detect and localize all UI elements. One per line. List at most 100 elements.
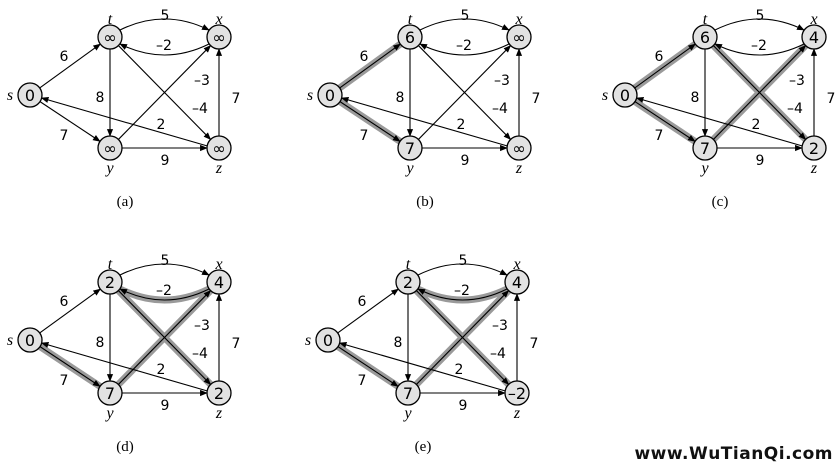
vertex-s: 0 bbox=[612, 82, 638, 108]
edge-t-x bbox=[417, 263, 508, 276]
vertex-label-t: t bbox=[703, 11, 708, 28]
vertex-x: 4 bbox=[504, 269, 530, 295]
vertex-label-z: z bbox=[810, 160, 818, 177]
edge-weight-t-z: –4 bbox=[192, 346, 208, 362]
edge-z-s bbox=[40, 341, 208, 392]
vertex-label-y: y bbox=[404, 160, 414, 177]
vertex-distance-x: 4 bbox=[809, 28, 819, 47]
edge-weight-s-t: 6 bbox=[360, 49, 369, 65]
edge-weight-z-x: 7 bbox=[232, 91, 241, 107]
watermark-text: www.WuTianQi.com bbox=[634, 444, 833, 464]
vertex-s: 0 bbox=[315, 327, 341, 353]
edge-weight-x-t: –2 bbox=[156, 38, 172, 54]
vertex-label-y: y bbox=[104, 405, 114, 422]
vertex-z: 2 bbox=[206, 380, 232, 406]
edge-weight-t-x: 5 bbox=[459, 253, 468, 269]
edge-weight-s-y: 7 bbox=[60, 373, 69, 389]
vertex-distance-z: ∞ bbox=[512, 139, 525, 158]
vertex-label-t: t bbox=[408, 11, 413, 28]
edge-weight-z-s: 2 bbox=[457, 117, 466, 133]
vertex-distance-y: 7 bbox=[403, 384, 413, 403]
edge-weight-t-x: 5 bbox=[161, 253, 170, 269]
edge-s-y bbox=[339, 101, 401, 142]
edge-weight-s-t: 6 bbox=[358, 294, 367, 310]
edge-weight-t-z: –4 bbox=[492, 101, 508, 117]
edge-s-t bbox=[337, 288, 399, 334]
vertex-distance-t: 6 bbox=[405, 28, 415, 47]
edge-weight-x-t: –2 bbox=[456, 38, 472, 54]
edge-weight-x-t: –2 bbox=[454, 283, 470, 299]
edge-weight-y-z: 9 bbox=[161, 398, 170, 414]
edge-x-t bbox=[417, 288, 508, 301]
vertex-s: 0 bbox=[317, 82, 343, 108]
vertex-t: 2 bbox=[395, 269, 421, 295]
vertex-y: 7 bbox=[692, 135, 718, 161]
edge-weight-t-z: –4 bbox=[192, 101, 208, 117]
edge-y-x bbox=[416, 290, 510, 385]
edge-weight-t-y: 8 bbox=[396, 90, 405, 106]
edge-weight-y-x: –3 bbox=[194, 73, 210, 89]
vertex-distance-s: 0 bbox=[25, 331, 35, 350]
edge-weight-s-t: 6 bbox=[60, 49, 69, 65]
vertex-label-t: t bbox=[108, 11, 113, 28]
panel-caption: (d) bbox=[116, 439, 134, 455]
vertex-label-x: x bbox=[214, 256, 222, 273]
edge-weight-y-z: 9 bbox=[161, 153, 170, 169]
vertex-label-z: z bbox=[215, 405, 223, 422]
vertex-label-z: z bbox=[513, 405, 521, 422]
edge-weight-z-x: 7 bbox=[232, 336, 241, 352]
edge-weight-x-t: –2 bbox=[156, 283, 172, 299]
vertex-t: 2 bbox=[97, 269, 123, 295]
vertex-label-x: x bbox=[514, 11, 522, 28]
panel-caption: (c) bbox=[712, 194, 729, 210]
edge-weight-t-y: 8 bbox=[394, 335, 403, 351]
edge-y-x bbox=[118, 290, 212, 385]
vertex-label-x: x bbox=[809, 11, 817, 28]
vertex-s: 0 bbox=[17, 82, 43, 108]
edge-t-x bbox=[714, 18, 805, 31]
vertex-distance-y: 7 bbox=[700, 139, 710, 158]
edge-weight-y-x: –3 bbox=[789, 73, 805, 89]
edge-x-t bbox=[714, 43, 805, 56]
edge-weight-s-t: 6 bbox=[60, 294, 69, 310]
edge-weight-z-s: 2 bbox=[157, 362, 166, 378]
edge-weight-s-y: 7 bbox=[360, 128, 369, 144]
panel-caption: (b) bbox=[416, 194, 434, 210]
vertex-distance-s: 0 bbox=[325, 86, 335, 105]
vertex-distance-s: 0 bbox=[620, 86, 630, 105]
edge-weight-z-x: 7 bbox=[530, 336, 539, 352]
edge-weight-t-z: –4 bbox=[787, 101, 803, 117]
vertex-y: ∞ bbox=[97, 135, 123, 161]
edge-s-y bbox=[337, 346, 399, 387]
vertex-z: ∞ bbox=[506, 135, 532, 161]
edge-weight-z-s: 2 bbox=[157, 117, 166, 133]
panel-caption: (a) bbox=[117, 194, 134, 210]
edge-weight-t-x: 5 bbox=[756, 8, 765, 24]
vertex-t: 6 bbox=[397, 24, 423, 50]
vertex-distance-z: ∞ bbox=[212, 139, 225, 158]
edge-s-y bbox=[39, 346, 101, 387]
edge-weight-x-t: –2 bbox=[751, 38, 767, 54]
vertex-label-z: z bbox=[215, 160, 223, 177]
edge-t-x bbox=[419, 18, 510, 31]
edge-weight-s-y: 7 bbox=[655, 128, 664, 144]
edge-z-s bbox=[635, 96, 803, 147]
panel-caption: (e) bbox=[415, 439, 432, 455]
vertex-x: ∞ bbox=[506, 24, 532, 50]
vertex-distance-z: 2 bbox=[214, 384, 224, 403]
edge-s-t bbox=[39, 43, 101, 89]
edge-weight-t-y: 8 bbox=[96, 90, 105, 106]
vertex-t: 6 bbox=[692, 24, 718, 50]
vertex-distance-x: ∞ bbox=[212, 28, 225, 47]
edge-weight-z-x: 7 bbox=[532, 91, 541, 107]
edge-weight-t-y: 8 bbox=[96, 335, 105, 351]
vertex-x: ∞ bbox=[206, 24, 232, 50]
vertex-x: 4 bbox=[801, 24, 827, 50]
edge-y-x bbox=[118, 45, 212, 140]
vertex-x: 4 bbox=[206, 269, 232, 295]
vertex-distance-t: 2 bbox=[105, 273, 115, 292]
edge-weight-t-z: –4 bbox=[490, 346, 506, 362]
